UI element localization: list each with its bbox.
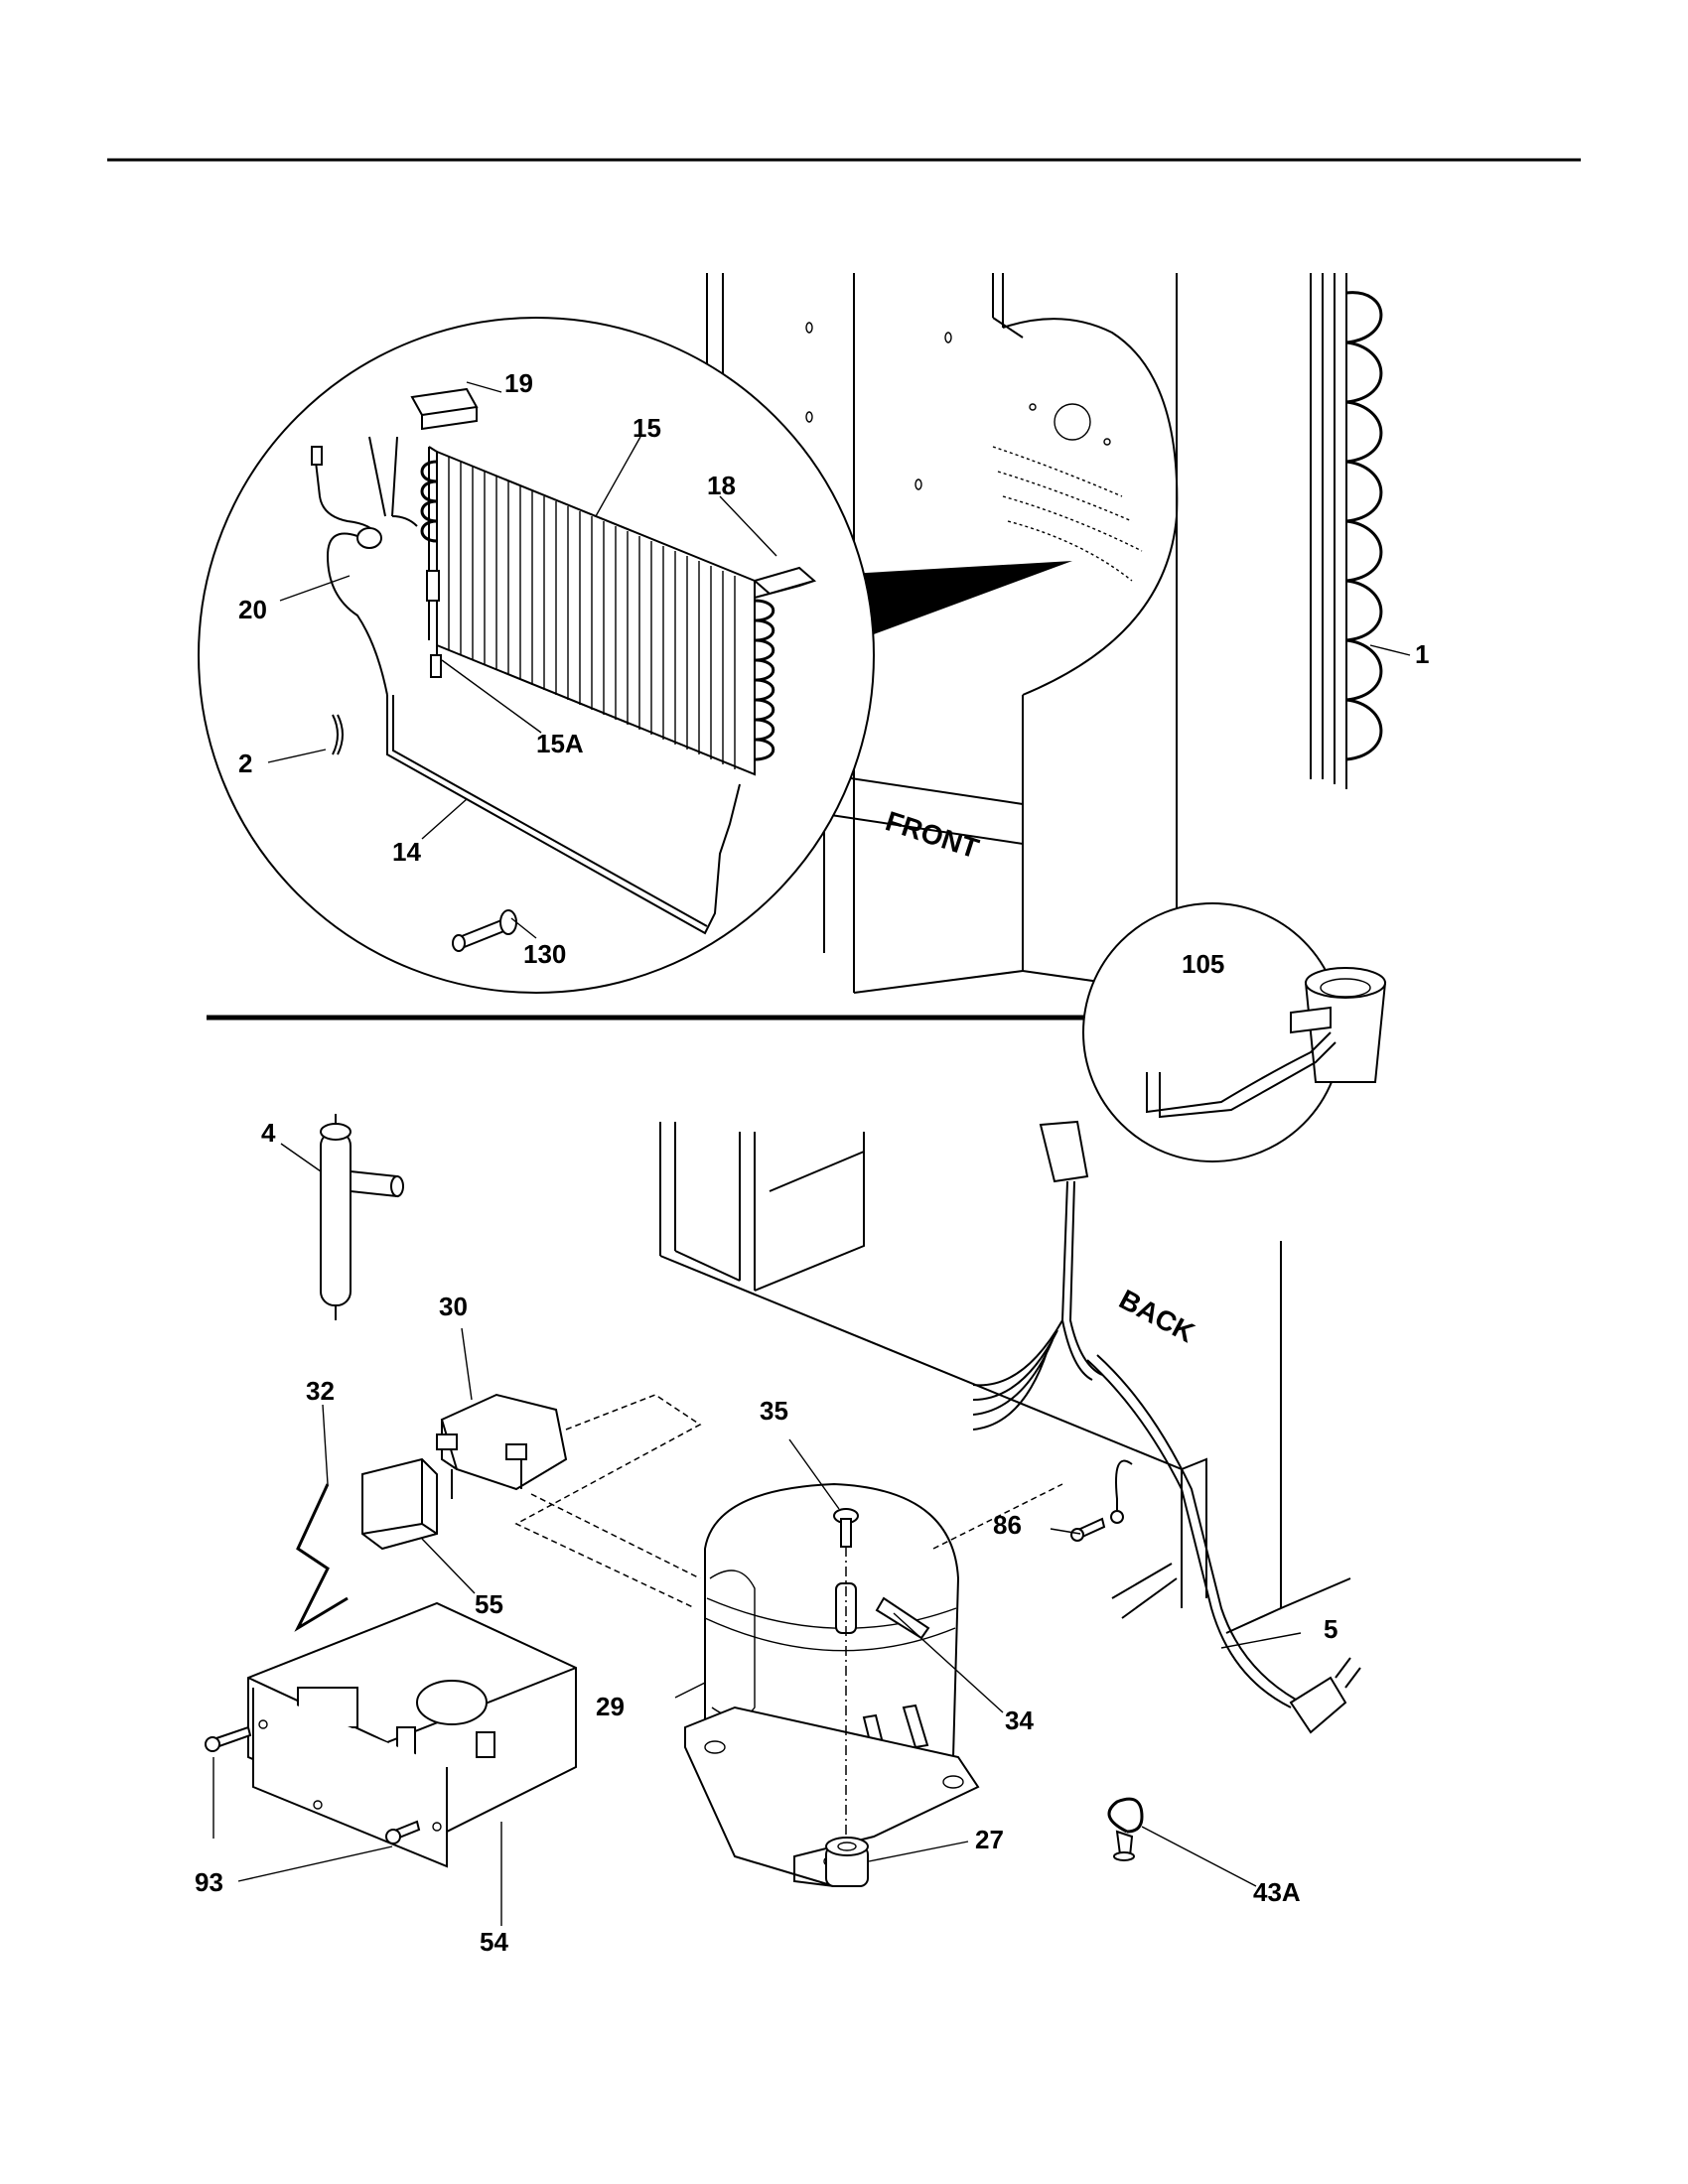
part-label-86: 86	[993, 1510, 1022, 1540]
part-label-34: 34	[1005, 1706, 1034, 1735]
part-label-93: 93	[195, 1867, 223, 1897]
part-label-130: 130	[523, 939, 566, 969]
part-label-32: 32	[306, 1376, 335, 1406]
leaders-upper	[267, 381, 1411, 939]
part-label-18: 18	[707, 471, 736, 500]
clip-2	[332, 714, 344, 755]
part-label-55: 55	[475, 1589, 503, 1619]
assembly-dashed-lines	[514, 1394, 1063, 1609]
part-label-43a: 43A	[1253, 1877, 1301, 1907]
back-stamp: BACK	[1114, 1284, 1199, 1348]
filter-drier-4	[320, 1114, 404, 1320]
control-box-54	[247, 1601, 577, 1868]
part-label-5: 5	[1324, 1614, 1337, 1644]
overload-protector-55	[361, 1457, 438, 1551]
drain-heater-14	[386, 695, 741, 935]
part-label-1: 1	[1415, 639, 1429, 669]
part-label-35: 35	[760, 1396, 788, 1426]
part-labels: 19 15 18 20 1 15A 2 14 130 105 4 30 32 3…	[195, 368, 1429, 1957]
part-label-14: 14	[392, 837, 421, 867]
part-label-29: 29	[596, 1692, 625, 1721]
part-label-20: 20	[238, 595, 267, 624]
front-stamp: FRONT	[882, 805, 982, 864]
leaders-lower	[212, 1143, 1302, 1926]
relay-30	[436, 1393, 568, 1499]
part-label-4: 4	[261, 1118, 276, 1148]
callout-wedge	[814, 561, 1072, 645]
part-label-2: 2	[238, 749, 252, 778]
evaporator-cover-18	[752, 566, 817, 600]
wire-32	[294, 1483, 349, 1632]
wall-condenser-coil	[1310, 273, 1383, 789]
part-label-105: 105	[1182, 949, 1224, 979]
part-label-27: 27	[975, 1825, 1004, 1854]
ground-screw-86	[1070, 1510, 1124, 1542]
wire-harness	[972, 1120, 1361, 1734]
power-cord-clip-105	[1146, 967, 1387, 1119]
part-label-19: 19	[504, 368, 533, 398]
evaporator	[420, 446, 775, 776]
part-label-15: 15	[633, 413, 661, 443]
screws-93	[205, 1725, 421, 1844]
bolt-130	[452, 909, 517, 952]
compressor-29	[684, 1482, 980, 1887]
grommet-27	[825, 1837, 869, 1887]
inset-circle-105	[1082, 902, 1342, 1162]
part-label-15a: 15A	[536, 729, 584, 758]
cable-clamp-43a	[1107, 1797, 1144, 1861]
defrost-thermostat-assembly	[311, 436, 418, 696]
part-label-30: 30	[439, 1292, 468, 1321]
part-label-54: 54	[480, 1927, 508, 1957]
evaporator-cover-19	[410, 387, 479, 431]
